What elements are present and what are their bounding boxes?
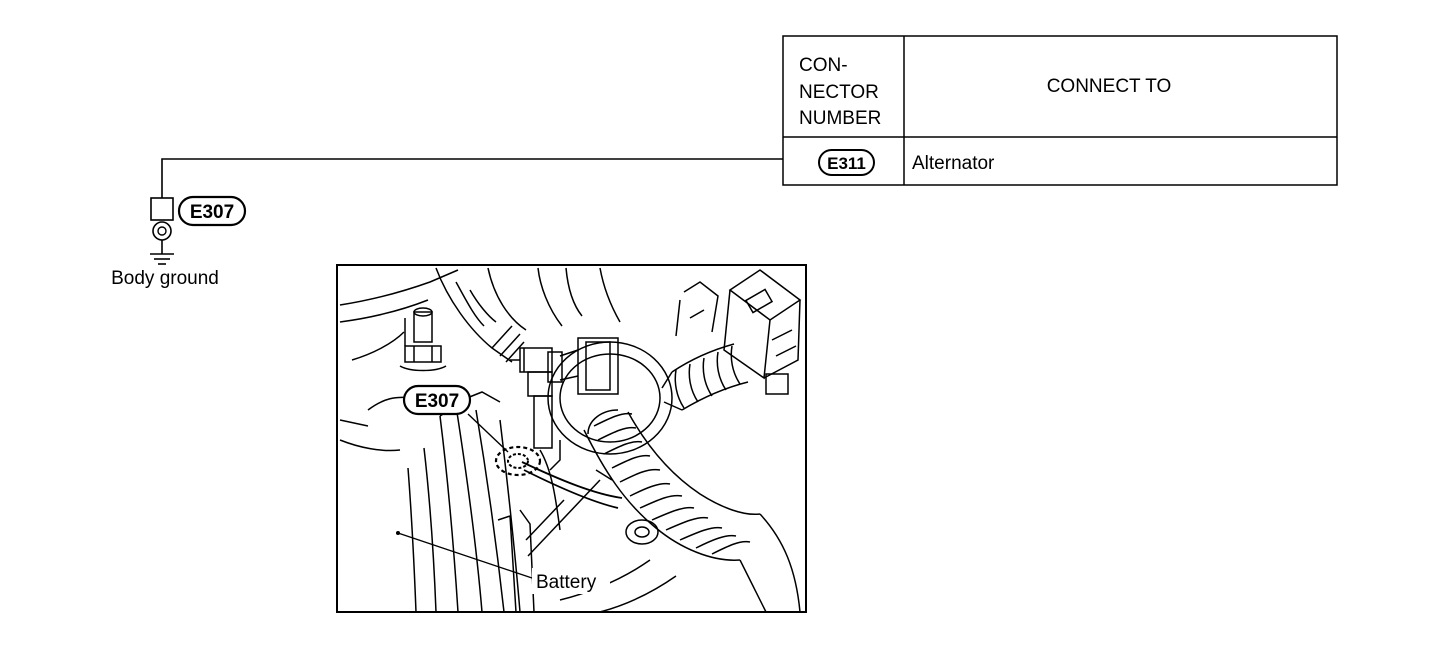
- ground-connector-box: [150, 197, 174, 221]
- connector-plug: [510, 347, 553, 449]
- upper-hose: [435, 267, 527, 363]
- table-header-connector-number: CON- NECTOR NUMBER: [799, 55, 881, 129]
- battery-label: Battery: [536, 572, 597, 593]
- ground-terminal-inner: [157, 226, 167, 236]
- table-header-number-line1: CON-: [799, 55, 848, 76]
- ground-cable: [521, 461, 623, 509]
- table-header-number-line2: NECTOR: [799, 82, 879, 103]
- ground-connector-label: E307: [190, 202, 234, 223]
- table-header-number-line3: NUMBER: [799, 108, 881, 129]
- connector-badge-e311: [818, 149, 875, 176]
- engine-bay-illustration: [339, 267, 802, 612]
- connector-table: [782, 35, 1338, 186]
- ground-point-highlight: [494, 445, 542, 477]
- connector-badge-e307-illustration: [402, 384, 472, 416]
- ground-terminal-outer: [152, 221, 172, 241]
- battery-outline: [407, 391, 535, 612]
- ground-connector-callout: E307: [177, 195, 247, 227]
- callout-leader-line: [467, 413, 509, 453]
- corrugated-hose: [583, 409, 761, 561]
- connector-badge-e307: [177, 195, 247, 227]
- battery-leader-line: [397, 532, 533, 579]
- table-cell-connect-to: Alternator: [912, 153, 995, 174]
- table-header-connect-to: CONNECT TO: [1047, 76, 1172, 97]
- ground-symbol: [150, 197, 174, 265]
- table-cell-connector: E311: [827, 154, 866, 173]
- lower-bolt-icon: [625, 519, 659, 545]
- illustration-connector-callout: E307: [402, 384, 509, 453]
- body-ground-label: Body ground: [111, 268, 219, 289]
- ground-wire: [161, 158, 783, 198]
- bolt-icon: [399, 307, 447, 372]
- illustration-frame: [336, 264, 807, 613]
- battery-callout: Battery: [396, 531, 610, 594]
- illustration-connector-label: E307: [415, 391, 459, 412]
- hose-clamp: [547, 337, 673, 455]
- wire-harness: [661, 343, 749, 411]
- table-border: [782, 35, 1338, 186]
- sensor-connector: [675, 269, 802, 395]
- table-row: E311 Alternator: [818, 149, 995, 176]
